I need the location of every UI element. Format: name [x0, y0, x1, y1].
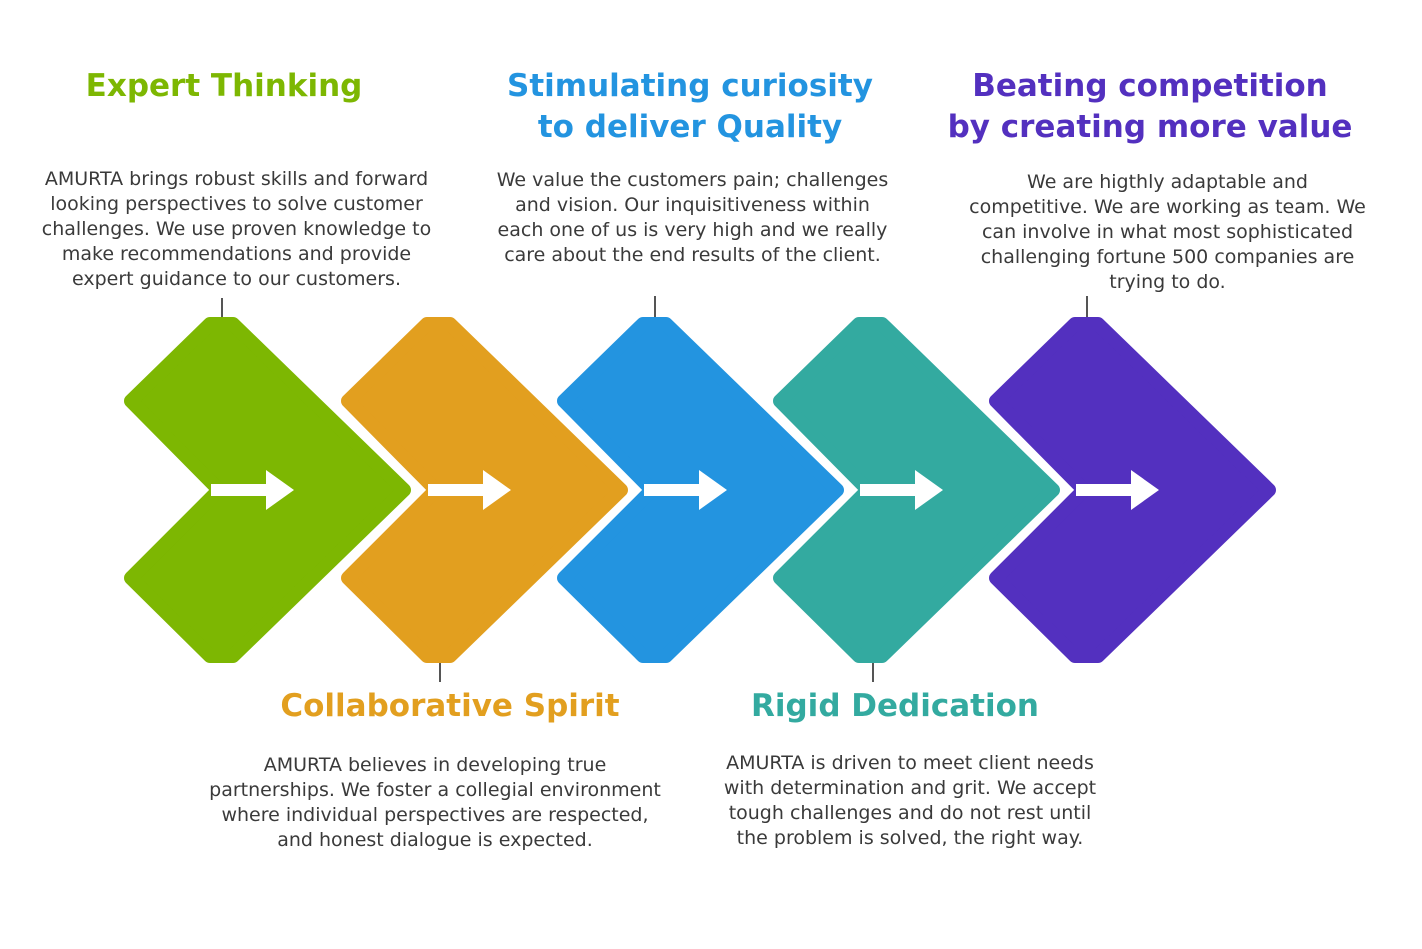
step-title-collaborative-spirit: Collaborative Spirit [240, 686, 660, 727]
description-line: partnerships. We foster a collegial envi… [209, 779, 661, 801]
description-line: AMURTA is driven to meet client needs [726, 752, 1094, 774]
title-line: Stimulating curiosity [507, 68, 873, 104]
description-line: with determination and grit. We accept [723, 777, 1097, 799]
title-line: by creating more value [947, 109, 1353, 145]
arrow-right-icon [644, 470, 727, 510]
title-line: Beating competition [972, 68, 1328, 104]
description-line: can involve in what most sophisticated [981, 221, 1354, 243]
description-line: expert guidance to our customers. [72, 268, 401, 290]
chevron-collaborative-spirit [341, 317, 628, 663]
description-line: the problem is solved, the right way. [736, 827, 1084, 849]
title-line: Expert Thinking [85, 68, 363, 104]
description-line: We value the customers pain; challenges [496, 169, 889, 191]
title-line: Rigid Dedication [751, 688, 1039, 724]
description-line: AMURTA brings robust skills and forward [44, 168, 429, 190]
step-description-rigid-dedication: AMURTA is driven to meet client needs wi… [690, 751, 1130, 851]
chevron-beating-competition [989, 317, 1276, 663]
description-line: looking perspectives to solve customer [50, 193, 423, 215]
description-line: AMURTA believes in developing true [263, 754, 607, 776]
step-description-stimulating-curiosity: We value the customers pain; challenges … [465, 168, 920, 268]
arrow-right-icon [211, 470, 294, 510]
chevron-expert-thinking [124, 317, 411, 663]
step-description-expert-thinking: AMURTA brings robust skills and forward … [14, 167, 459, 292]
title-line: to deliver Quality [537, 109, 843, 145]
step-description-beating-competition: We are higthly adaptable and competitive… [940, 170, 1395, 295]
title-line: Collaborative Spirit [280, 688, 620, 724]
arrow-right-icon [428, 470, 511, 510]
description-line: competitive. We are working as team. We [969, 196, 1366, 218]
description-line: and vision. Our inquisitiveness within [515, 194, 870, 216]
arrow-right-icon [1076, 470, 1159, 510]
arrow-right-icon [860, 470, 943, 510]
description-line: where individual perspectives are respec… [221, 804, 649, 826]
chevron-rigid-dedication [773, 317, 1060, 663]
description-line: and honest dialogue is expected. [277, 829, 593, 851]
description-line: make recommendations and provide [61, 243, 412, 265]
step-title-beating-competition: Beating competition by creating more val… [930, 66, 1370, 148]
step-title-stimulating-curiosity: Stimulating curiosity to deliver Quality [480, 66, 900, 148]
description-line: challenging fortune 500 companies are [980, 246, 1355, 268]
step-description-collaborative-spirit: AMURTA believes in developing true partn… [180, 753, 690, 853]
description-line: We are higthly adaptable and [1027, 171, 1308, 193]
step-title-expert-thinking: Expert Thinking [24, 66, 424, 107]
description-line: challenges. We use proven knowledge to [41, 218, 432, 240]
step-title-rigid-dedication: Rigid Dedication [690, 686, 1100, 727]
description-line: each one of us is very high and we reall… [497, 219, 888, 241]
description-line: trying to do. [1109, 271, 1226, 293]
description-line: care about the end results of the client… [504, 244, 881, 266]
chevron-row [124, 317, 1276, 663]
description-line: tough challenges and do not rest until [728, 802, 1092, 824]
chevron-stimulating-curiosity [557, 317, 844, 663]
